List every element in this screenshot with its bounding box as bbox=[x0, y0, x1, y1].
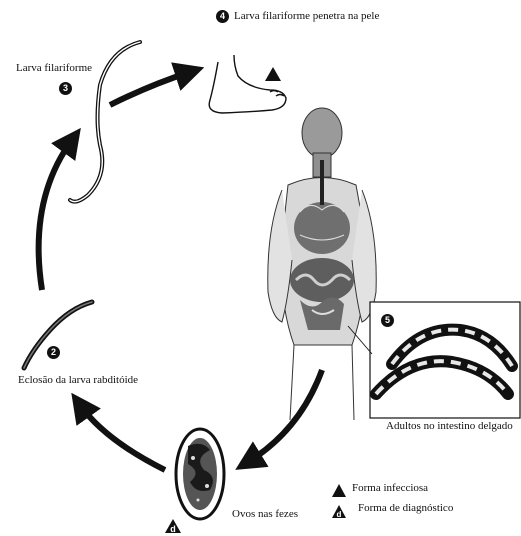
stage-2-badge: 2 bbox=[47, 346, 60, 359]
diagnostic-stage-marker-icon: d bbox=[164, 518, 182, 534]
infective-stage-marker-icon bbox=[264, 66, 282, 82]
stage-5-label: Adultos no intestino delgado bbox=[386, 420, 513, 433]
triangle-d-icon: d bbox=[331, 504, 347, 519]
cycle-arrow-3-to-4 bbox=[110, 72, 190, 105]
cycle-arrow-2-to-3 bbox=[39, 140, 72, 290]
rhabditiform-larva bbox=[24, 302, 92, 368]
eggs-label: Ovos nas fezes bbox=[232, 508, 298, 521]
cycle-arrow-eggs-to-2 bbox=[80, 405, 165, 470]
triangle-filled-icon bbox=[331, 483, 347, 498]
svg-text:d: d bbox=[337, 510, 342, 519]
stage-4-label: Larva filariforme penetra na pele bbox=[234, 10, 379, 23]
legend-diagnostic-label: Forma de diagnóstico bbox=[358, 502, 453, 515]
stage-5-badge: 5 bbox=[381, 314, 394, 327]
legend-infectious-label: Forma infecciosa bbox=[352, 482, 428, 495]
cycle-arrow-host-to-eggs bbox=[248, 370, 322, 462]
egg-in-feces bbox=[176, 429, 224, 519]
stage-3-badge: 3 bbox=[59, 82, 72, 95]
svg-text:d: d bbox=[170, 524, 176, 534]
foot-outline bbox=[209, 55, 286, 113]
stage-4-badge: 4 bbox=[216, 10, 229, 23]
stage-2-label: Eclosão da larva rabditóide bbox=[18, 374, 138, 387]
stage-3-label: Larva filariforme bbox=[16, 62, 92, 75]
